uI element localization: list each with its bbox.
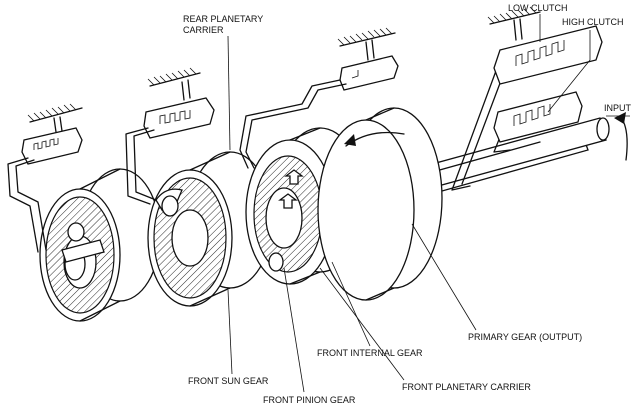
- leader-lines: [227, 14, 630, 393]
- label-input: INPUT: [604, 103, 632, 113]
- label-rear-planetary-carrier-1: REAR PLANETARY: [183, 14, 263, 24]
- label-primary-gear-output: PRIMARY GEAR (OUTPUT): [468, 332, 582, 342]
- low-clutch-block: [493, 25, 603, 85]
- primary-gear-disc: [317, 107, 443, 301]
- ground-mark-3: [337, 27, 396, 47]
- drum-rear-left: [39, 168, 161, 322]
- high-clutch-block: [493, 91, 583, 143]
- ground-mark-1: [27, 103, 83, 123]
- housing-ground-marks: [27, 6, 541, 123]
- brake-3: [339, 39, 399, 91]
- label-front-pinion-gear: FRONT PINION GEAR: [263, 395, 356, 405]
- brake-units: [21, 18, 523, 165]
- label-rear-planetary-carrier-2: CARRIER: [183, 25, 224, 35]
- ground-mark-2: [147, 67, 201, 87]
- rotation-arrows: [344, 112, 628, 161]
- label-front-planetary-carrier: FRONT PLANETARY CARRIER: [402, 382, 531, 392]
- label-front-sun-gear: FRONT SUN GEAR: [188, 376, 269, 386]
- brake-2: [143, 79, 215, 139]
- label-low-clutch: LOW CLUTCH: [508, 3, 568, 13]
- labels: REAR PLANETARY CARRIER LOW CLUTCH HIGH C…: [183, 3, 632, 405]
- drum-rear-planetary: [147, 151, 273, 307]
- ground-mark-4: [487, 6, 541, 25]
- label-high-clutch: HIGH CLUTCH: [562, 17, 624, 27]
- label-front-internal-gear: FRONT INTERNAL GEAR: [317, 348, 423, 358]
- brake-1: [21, 116, 83, 165]
